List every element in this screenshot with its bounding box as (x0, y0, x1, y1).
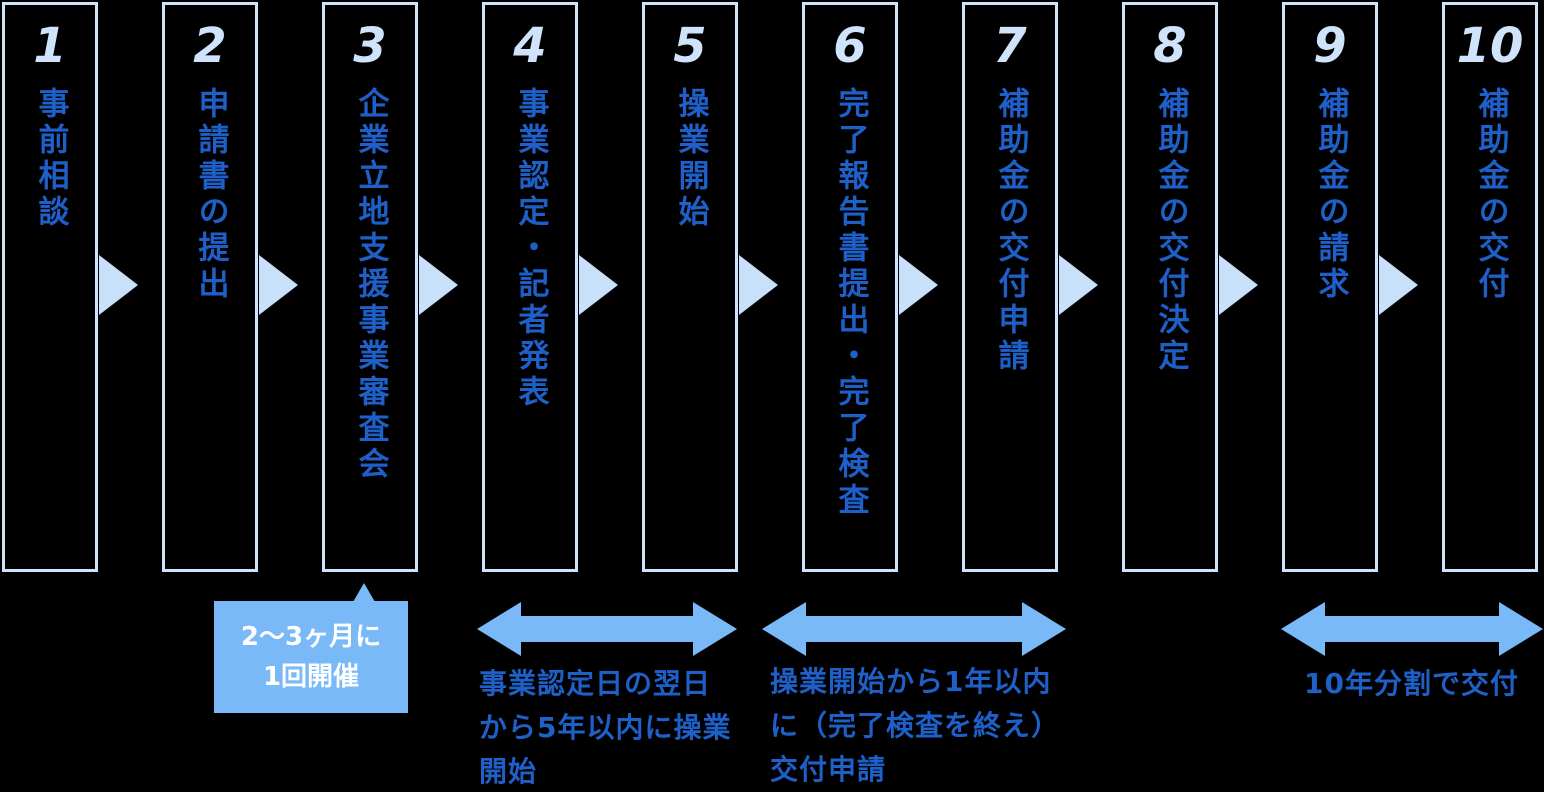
step-number: 5 (673, 18, 707, 74)
step-number: 3 (353, 18, 387, 74)
step-box-10: 10 補助金の交付 (1442, 2, 1538, 572)
callout-box: 2〜3ヶ月に 1回開催 (214, 601, 408, 713)
step-label: 補助金の交付決定 (1152, 87, 1189, 375)
step-label: 事前相談 (32, 87, 69, 231)
step-box-3: 3 企業立地支援事業審査会 (322, 2, 418, 572)
step-label: 企業立地支援事業審査会 (352, 87, 389, 483)
duration-double-arrow-icon (762, 602, 1066, 656)
step-number: 6 (833, 18, 867, 74)
arrow-right-icon (99, 255, 138, 315)
step-box-5: 5 操業開始 (642, 2, 738, 572)
step-label: 事業認定・記者発表 (512, 87, 549, 411)
arrow-head-right-icon (693, 602, 737, 656)
step-number: 10 (1456, 18, 1524, 74)
duration-note-3: 10年分割で交付 (1304, 667, 1519, 700)
arrow-right-icon (579, 255, 618, 315)
duration-note-1: 事業認定日の翌日 から5年以内に操業 開始 (479, 667, 732, 788)
arrow-shaft (519, 616, 695, 642)
step-number: 1 (33, 18, 67, 74)
step-label: 補助金の交付 (1472, 87, 1509, 303)
arrow-head-right-icon (1022, 602, 1066, 656)
callout-text: 2〜3ヶ月に 1回開催 (240, 622, 382, 692)
arrow-right-icon (1379, 255, 1418, 315)
step-box-2: 2 申請書の提出 (162, 2, 258, 572)
arrow-right-icon (419, 255, 458, 315)
arrow-shaft (1323, 616, 1501, 642)
arrow-head-left-icon (1281, 602, 1325, 656)
duration-double-arrow-icon (477, 602, 737, 656)
step-box-7: 7 補助金の交付申請 (962, 2, 1058, 572)
arrow-shaft (804, 616, 1024, 642)
step-number: 2 (193, 18, 227, 74)
arrow-right-icon (1059, 255, 1098, 315)
duration-double-arrow-icon (1281, 602, 1543, 656)
arrow-head-left-icon (762, 602, 806, 656)
step-number: 4 (513, 18, 547, 74)
arrow-head-right-icon (1499, 602, 1543, 656)
duration-note-2: 操業開始から1年以内 に（完了検査を終え） 交付申請 (770, 665, 1061, 786)
arrow-head-left-icon (477, 602, 521, 656)
step-label: 操業開始 (672, 87, 709, 231)
step-number: 9 (1313, 18, 1347, 74)
step-number: 7 (993, 18, 1027, 74)
arrow-right-icon (1219, 255, 1258, 315)
arrow-right-icon (899, 255, 938, 315)
step-label: 完了報告書提出・完了検査 (832, 87, 869, 519)
step-box-9: 9 補助金の請求 (1282, 2, 1378, 572)
step-box-4: 4 事業認定・記者発表 (482, 2, 578, 572)
step-box-1: 1 事前相談 (2, 2, 98, 572)
step-number: 8 (1153, 18, 1187, 74)
step-box-8: 8 補助金の交付決定 (1122, 2, 1218, 572)
arrow-right-icon (259, 255, 298, 315)
step-label: 補助金の交付申請 (992, 87, 1029, 375)
callout-pointer-up-icon (353, 583, 375, 602)
step-box-6: 6 完了報告書提出・完了検査 (802, 2, 898, 572)
step-label: 申請書の提出 (192, 87, 229, 303)
step-label: 補助金の請求 (1312, 87, 1349, 303)
arrow-right-icon (739, 255, 778, 315)
